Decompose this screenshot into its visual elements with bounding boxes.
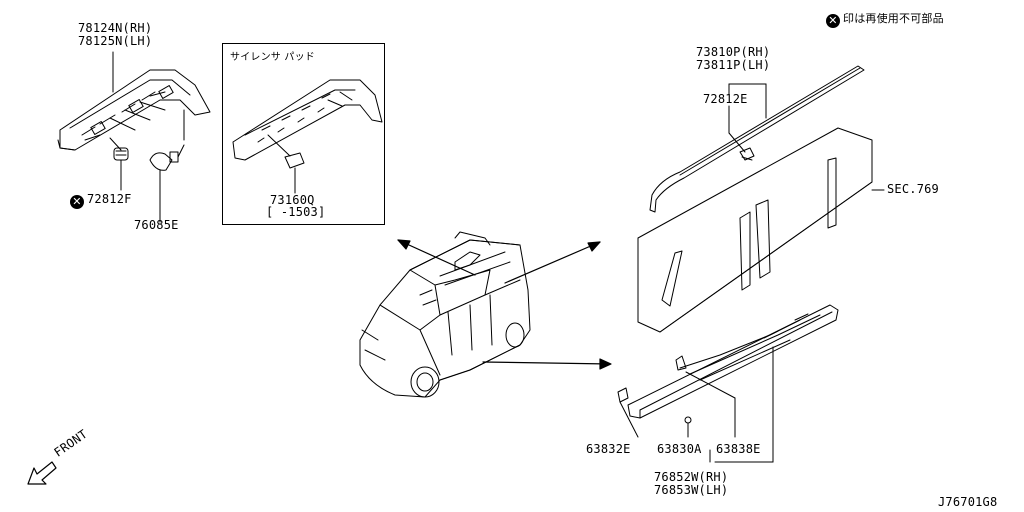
part-78125n-label: 78125N(LH) — [78, 34, 153, 48]
part-78124n-label: 78124N(RH) — [78, 21, 153, 35]
vehicle-drawing — [359, 231, 531, 398]
part-63832e-label: 63832E — [586, 442, 631, 456]
silencer-pad-drawing — [232, 79, 383, 194]
reuse-prohibited-icon: ✕ — [826, 14, 840, 28]
part-76852w-label: 76852W(RH) — [654, 470, 729, 484]
part-63830a-label: 63830A — [657, 442, 702, 456]
pointer-arrows — [397, 239, 612, 370]
reuse-prohibited-icon: ✕ — [70, 195, 84, 209]
clip-76085e-drawing — [149, 144, 185, 223]
rear-spoiler-drawing — [57, 51, 211, 223]
legend-text: 印は再使用不可部品 — [843, 12, 944, 25]
part-73811p-label: 73811P(LH) — [696, 58, 771, 72]
side-sill-drawing — [617, 304, 839, 463]
part-73160q-range: [ -1503] — [266, 205, 326, 219]
part-73810p-label: 73810P(RH) — [696, 45, 771, 59]
silencer-pad-inset-box — [222, 43, 385, 225]
part-76853w-label: 76853W(LH) — [654, 483, 729, 497]
side-glass-drawing — [637, 127, 885, 333]
part-72812e-label: 72812E — [703, 92, 748, 106]
diagram-id: J76701G8 — [938, 495, 998, 509]
part-73160q-label: 73160Q — [270, 193, 315, 207]
part-72812f-label: ✕72812F — [70, 193, 132, 209]
section-769-reference: SEC.769 — [887, 182, 939, 196]
legend: ✕印は再使用不可部品 — [826, 12, 944, 28]
inset-box-title: サイレンサ パッド — [230, 52, 315, 63]
part-63838e-label: 63838E — [716, 442, 761, 456]
clip-72812f-drawing — [113, 147, 129, 191]
front-arrow-icon — [27, 461, 57, 485]
part-76085e-label: 76085E — [134, 218, 179, 232]
roof-rail-drawing — [649, 65, 865, 213]
